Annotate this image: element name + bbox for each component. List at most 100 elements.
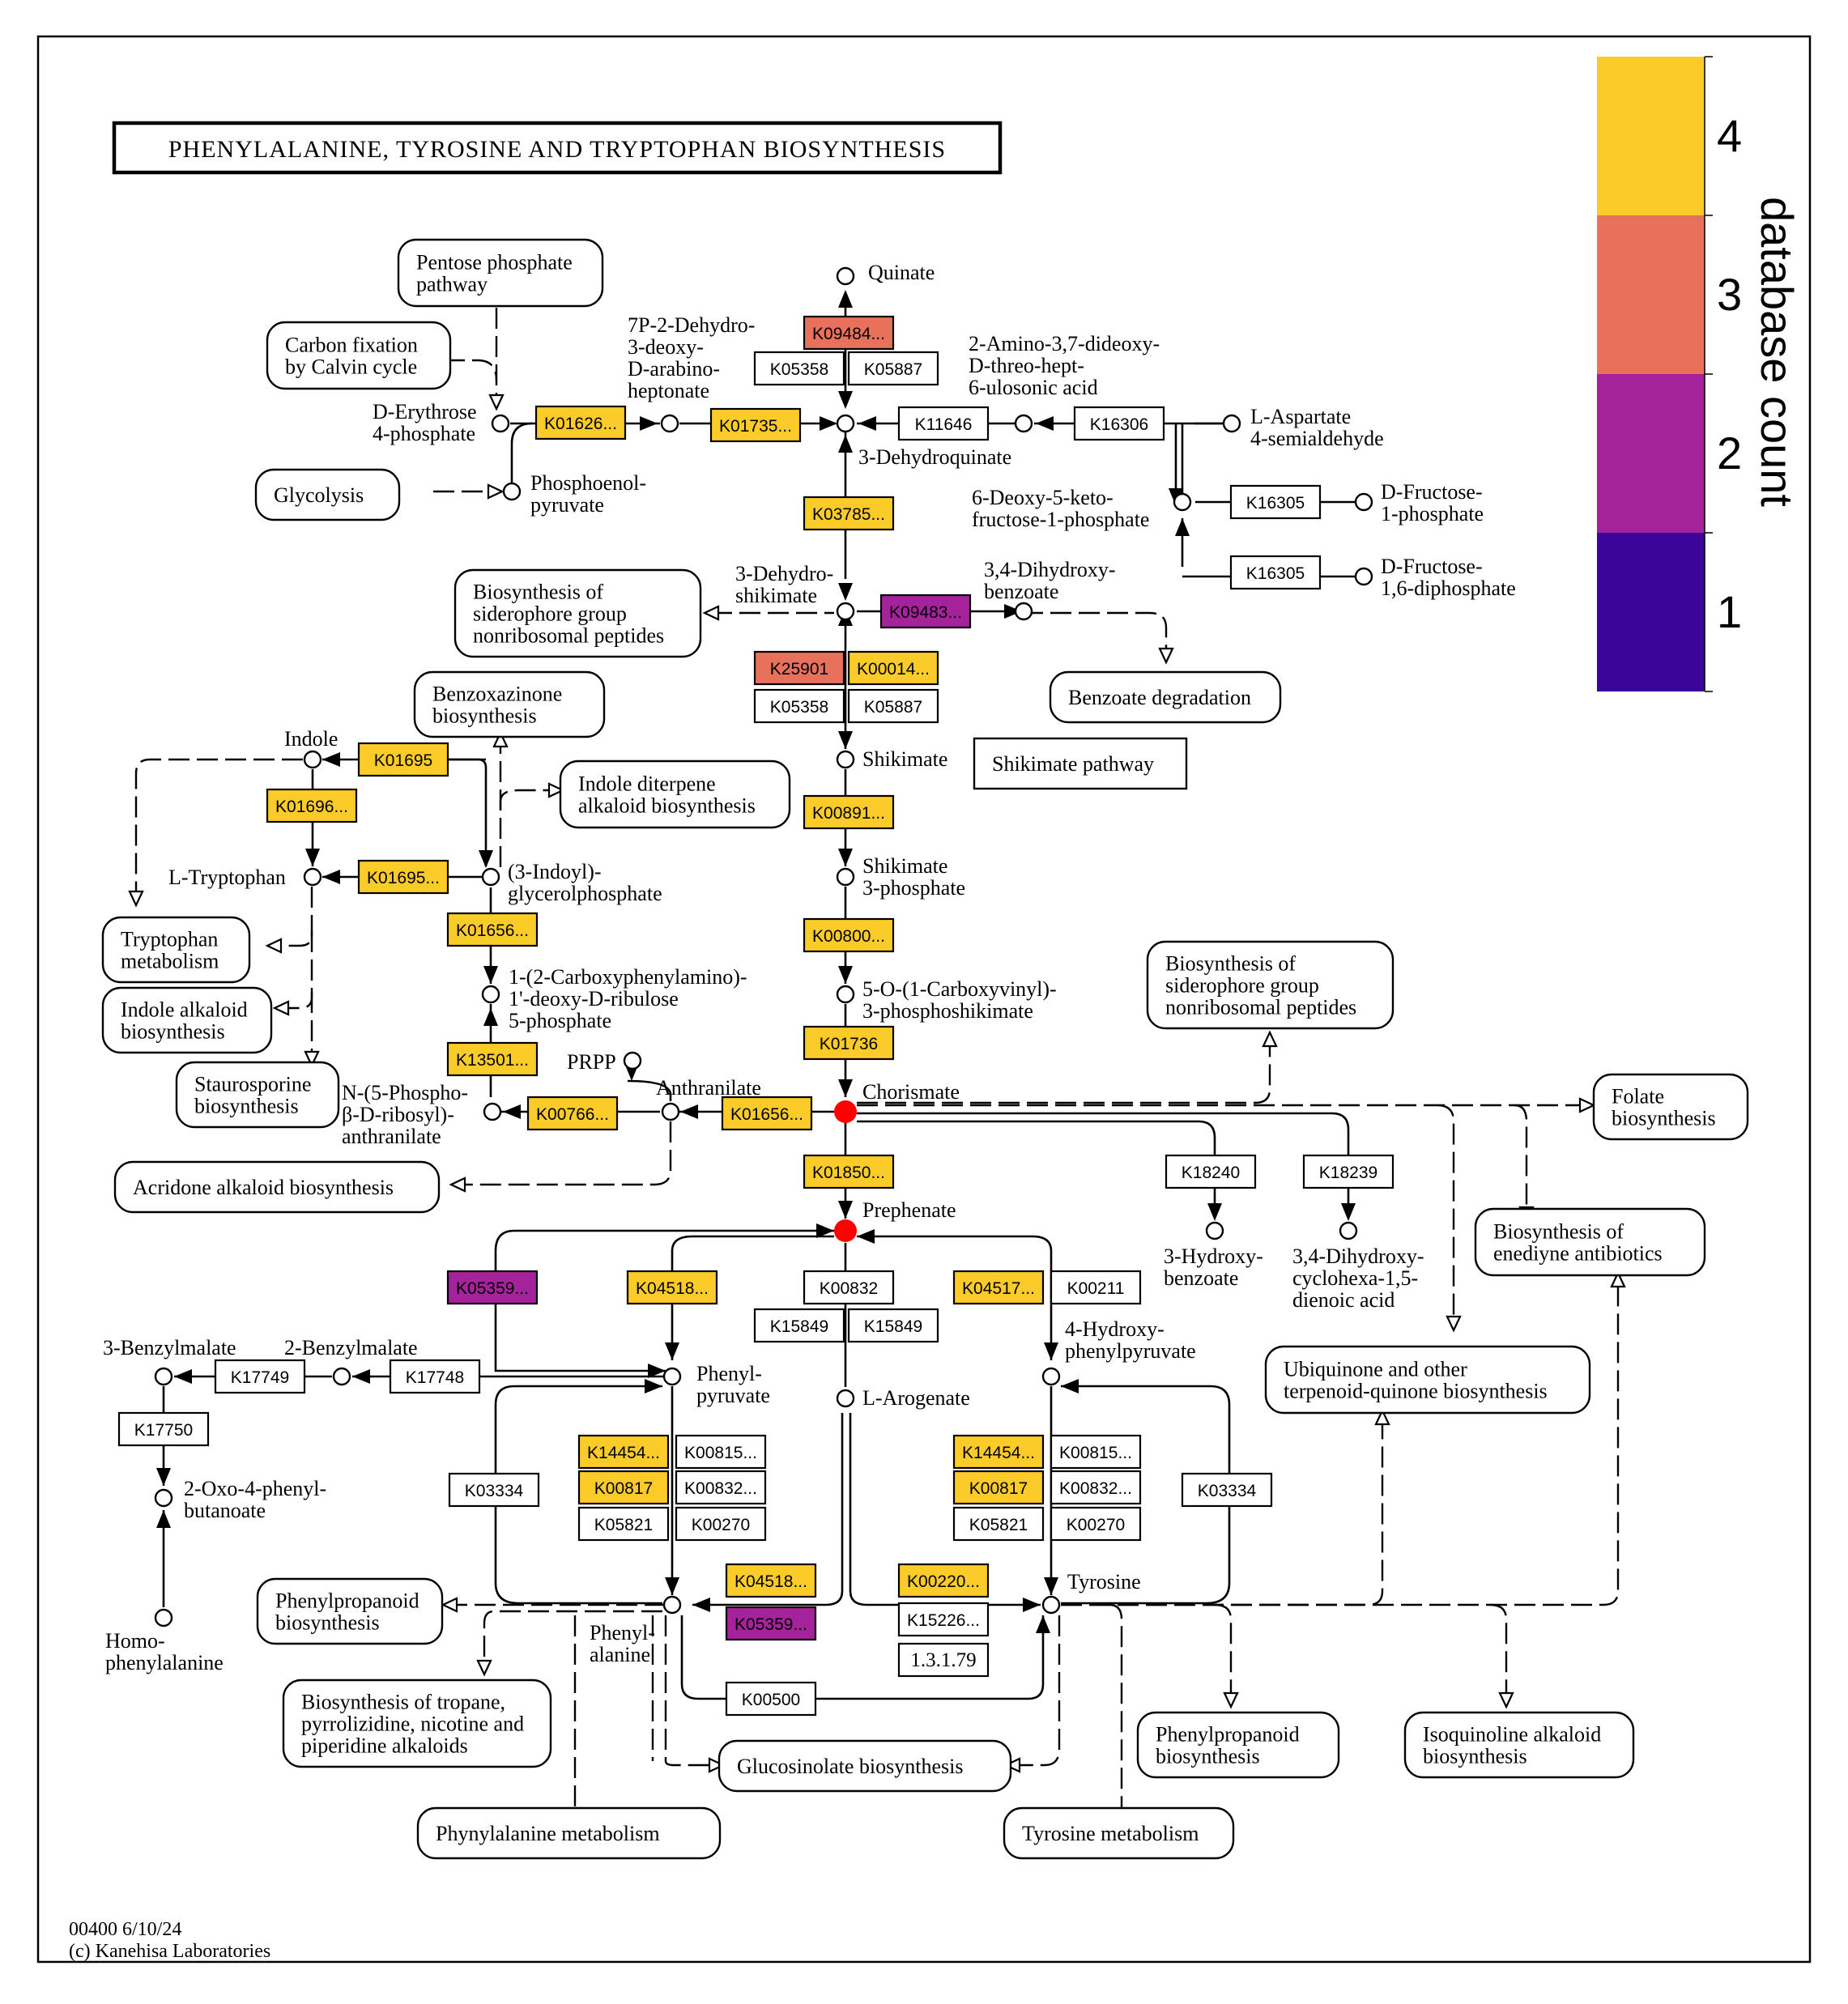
map-phe-metab[interactable]: Phynylalanine metabolism: [416, 1806, 722, 1860]
gene-box-g31[interactable]: K00832: [803, 1270, 895, 1305]
gene-box-g53[interactable]: K04518...: [725, 1563, 817, 1598]
compound-benzylmalate3[interactable]: [154, 1367, 173, 1386]
compound-arogenate[interactable]: [836, 1389, 855, 1408]
compound-prpp[interactable]: [623, 1051, 642, 1070]
gene-box-g05[interactable]: K01735...: [709, 407, 802, 443]
gene-box-g11[interactable]: K09483...: [879, 594, 972, 629]
gene-box-g28[interactable]: K18239: [1302, 1154, 1395, 1189]
gene-box-g34[interactable]: K04517...: [952, 1270, 1045, 1305]
compound-hydroxybenzoate[interactable]: [1205, 1221, 1224, 1240]
gene-box-g19[interactable]: K01695...: [357, 859, 449, 895]
gene-box-g35[interactable]: K00211: [1050, 1270, 1142, 1305]
gene-box-g58[interactable]: K00500: [725, 1681, 817, 1717]
gene-box-g40[interactable]: K14454...: [577, 1434, 670, 1470]
gene-box-g01[interactable]: K09484...: [803, 315, 895, 351]
map-tropane[interactable]: Biosynthesis of tropane,pyrrolizidine, n…: [282, 1679, 552, 1768]
compound-tyrosine[interactable]: [1041, 1595, 1061, 1615]
gene-box-g42[interactable]: K00817: [577, 1470, 670, 1505]
compound-pra[interactable]: [483, 1102, 502, 1121]
gene-box-g14[interactable]: K05358: [753, 688, 845, 724]
map-glycolysis[interactable]: Glycolysis: [254, 468, 401, 521]
compound-hpp[interactable]: [1041, 1367, 1061, 1386]
compound-deoxy-keto[interactable]: [1173, 492, 1192, 512]
compound-phenylpyruvate[interactable]: [662, 1367, 682, 1386]
compound-amino-dideoxy[interactable]: [1014, 414, 1033, 433]
gene-box-g26[interactable]: K01850...: [803, 1154, 895, 1189]
gene-box-g50[interactable]: K05821: [952, 1506, 1045, 1542]
gene-box-g45[interactable]: K00270: [675, 1506, 767, 1542]
compound-dahp[interactable]: [660, 414, 679, 433]
compound-asp-sa[interactable]: [1222, 414, 1241, 433]
gene-box-g57[interactable]: 1.3.1.79: [897, 1642, 990, 1678]
compound-s3p[interactable]: [836, 867, 855, 887]
gene-box-g23[interactable]: K13501...: [446, 1041, 539, 1077]
gene-box-g41[interactable]: K00815...: [675, 1434, 767, 1470]
gene-box-g24[interactable]: K00766...: [526, 1096, 619, 1131]
gene-box-g18[interactable]: K00891...: [803, 794, 895, 830]
gene-box-g30[interactable]: K04518...: [626, 1270, 718, 1305]
compound-homophe[interactable]: [154, 1608, 173, 1627]
gene-box-g37[interactable]: K17748: [389, 1359, 481, 1394]
map-acridone[interactable]: Acridone alkaloid biosynthesis: [113, 1160, 441, 1214]
compound-anthranilate[interactable]: [661, 1102, 680, 1121]
compound-cdrp[interactable]: [481, 985, 500, 1004]
gene-box-g02[interactable]: K05358: [753, 351, 845, 386]
gene-box-g52[interactable]: K03334: [1181, 1472, 1273, 1508]
compound-e4p[interactable]: [491, 414, 510, 433]
compound-igp[interactable]: [481, 867, 500, 887]
gene-box-g33[interactable]: K15849: [847, 1308, 939, 1343]
compound-ltrp[interactable]: [303, 867, 322, 887]
compound-indole[interactable]: [303, 750, 322, 769]
map-shikimate-pathway[interactable]: Shikimate pathway: [973, 737, 1188, 790]
gene-box-g54[interactable]: K05359...: [725, 1606, 817, 1641]
map-glucosinolate[interactable]: Glucosinolate biosynthesis: [717, 1739, 1012, 1793]
map-tyr-metab[interactable]: Tyrosine metabolism: [1003, 1806, 1235, 1860]
gene-box-g47[interactable]: K00815...: [1050, 1434, 1142, 1470]
gene-box-g38[interactable]: K17750: [117, 1411, 210, 1447]
gene-box-g44[interactable]: K05821: [577, 1506, 670, 1542]
compound-fbp[interactable]: [1354, 567, 1373, 586]
gene-box-g04[interactable]: K01626...: [534, 405, 627, 440]
gene-box-g49[interactable]: K00832...: [1050, 1470, 1142, 1505]
compound-f1p[interactable]: [1354, 492, 1373, 512]
gene-box-g39[interactable]: K03334: [448, 1472, 540, 1508]
gene-box-g16[interactable]: K01695: [357, 742, 449, 777]
gene-box-g36[interactable]: K17749: [214, 1359, 306, 1394]
gene-box-g09[interactable]: K16305: [1229, 555, 1322, 590]
gene-box-g12[interactable]: K25901: [753, 650, 845, 686]
gene-box-g46[interactable]: K14454...: [952, 1434, 1045, 1470]
gene-box-g48[interactable]: K00817: [952, 1470, 1045, 1505]
gene-box-g10[interactable]: K03785...: [803, 496, 895, 531]
compound-dhb[interactable]: [1014, 602, 1033, 621]
gene-box-g22[interactable]: K01736: [803, 1025, 895, 1061]
compound-quinate[interactable]: [836, 266, 855, 286]
gene-box-g56[interactable]: K15226...: [897, 1602, 990, 1637]
gene-box-g51[interactable]: K00270: [1050, 1506, 1142, 1542]
gene-box-g17[interactable]: K01696...: [266, 788, 358, 823]
compound-epsp[interactable]: [836, 985, 855, 1004]
compound-phenylalanine[interactable]: [662, 1595, 682, 1615]
gene-box-g29[interactable]: K05359...: [446, 1270, 539, 1305]
compound-dhq[interactable]: [836, 414, 855, 433]
gene-box-g25[interactable]: K01656...: [721, 1096, 813, 1131]
gene-box-g03[interactable]: K05887: [847, 351, 939, 386]
gene-box-g21[interactable]: K00800...: [803, 917, 895, 953]
map-benzoate-deg[interactable]: Benzoate degradation: [1049, 670, 1282, 724]
gene-box-g15[interactable]: K05887: [847, 688, 939, 724]
compound-shikimate[interactable]: [836, 750, 855, 769]
compound-pep[interactable]: [502, 482, 522, 501]
